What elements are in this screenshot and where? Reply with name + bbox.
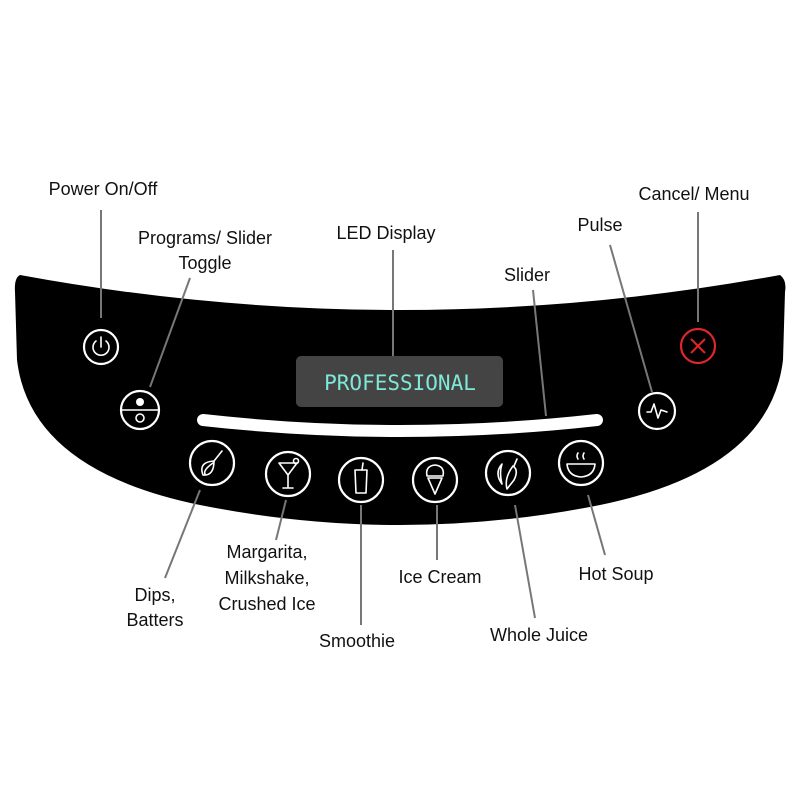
- close-x-icon: [690, 338, 706, 354]
- ice-cream-cone-icon: [425, 464, 445, 495]
- label-margarita-line2: Milkshake,: [224, 568, 309, 588]
- leader-lines: [100, 210, 699, 625]
- label-pulse: Pulse: [577, 215, 622, 235]
- label-whole-juice: Whole Juice: [490, 625, 588, 645]
- whole-juice-button[interactable]: [484, 449, 532, 497]
- cocktail-glass-icon: [278, 457, 300, 489]
- soup-bowl-icon: [566, 452, 596, 478]
- power-icon: [92, 336, 110, 356]
- led-display: [296, 356, 503, 407]
- ice-cream-button[interactable]: [411, 456, 459, 504]
- label-margarita-line3: Crushed Ice: [218, 594, 315, 614]
- label-smoothie: Smoothie: [319, 631, 395, 651]
- pulse-button[interactable]: [637, 391, 677, 431]
- dips-batters-button[interactable]: [188, 439, 236, 487]
- label-led-display: LED Display: [336, 223, 435, 243]
- margarita-milkshake-crushed-ice-button[interactable]: [264, 450, 312, 498]
- smoothie-cup-icon: [354, 462, 368, 494]
- label-programs-line1: Programs/ Slider: [138, 228, 272, 248]
- whisk-icon: [201, 450, 223, 476]
- led-display-text: PROFESSIONAL: [324, 371, 476, 395]
- label-programs-line2: Toggle: [178, 253, 231, 273]
- label-slider: Slider: [504, 265, 550, 285]
- label-power: Power On/Off: [49, 179, 159, 199]
- slider-bar[interactable]: [197, 414, 603, 437]
- toggle-icon: [121, 398, 159, 423]
- label-hot-soup: Hot Soup: [578, 564, 653, 584]
- power-button[interactable]: [82, 328, 120, 366]
- pulse-wave-icon: [646, 403, 668, 419]
- fruit-vegetable-icon: [497, 458, 518, 490]
- label-margarita-line1: Margarita,: [226, 542, 307, 562]
- label-dips-line1: Dips,: [134, 585, 175, 605]
- smoothie-button[interactable]: [337, 456, 385, 504]
- label-cancel-menu: Cancel/ Menu: [638, 184, 749, 204]
- programs-slider-toggle-button[interactable]: [119, 389, 161, 431]
- label-ice-cream: Ice Cream: [398, 567, 481, 587]
- cancel-menu-button[interactable]: [679, 327, 717, 365]
- label-dips-line2: Batters: [126, 610, 183, 630]
- hot-soup-button[interactable]: [557, 439, 605, 487]
